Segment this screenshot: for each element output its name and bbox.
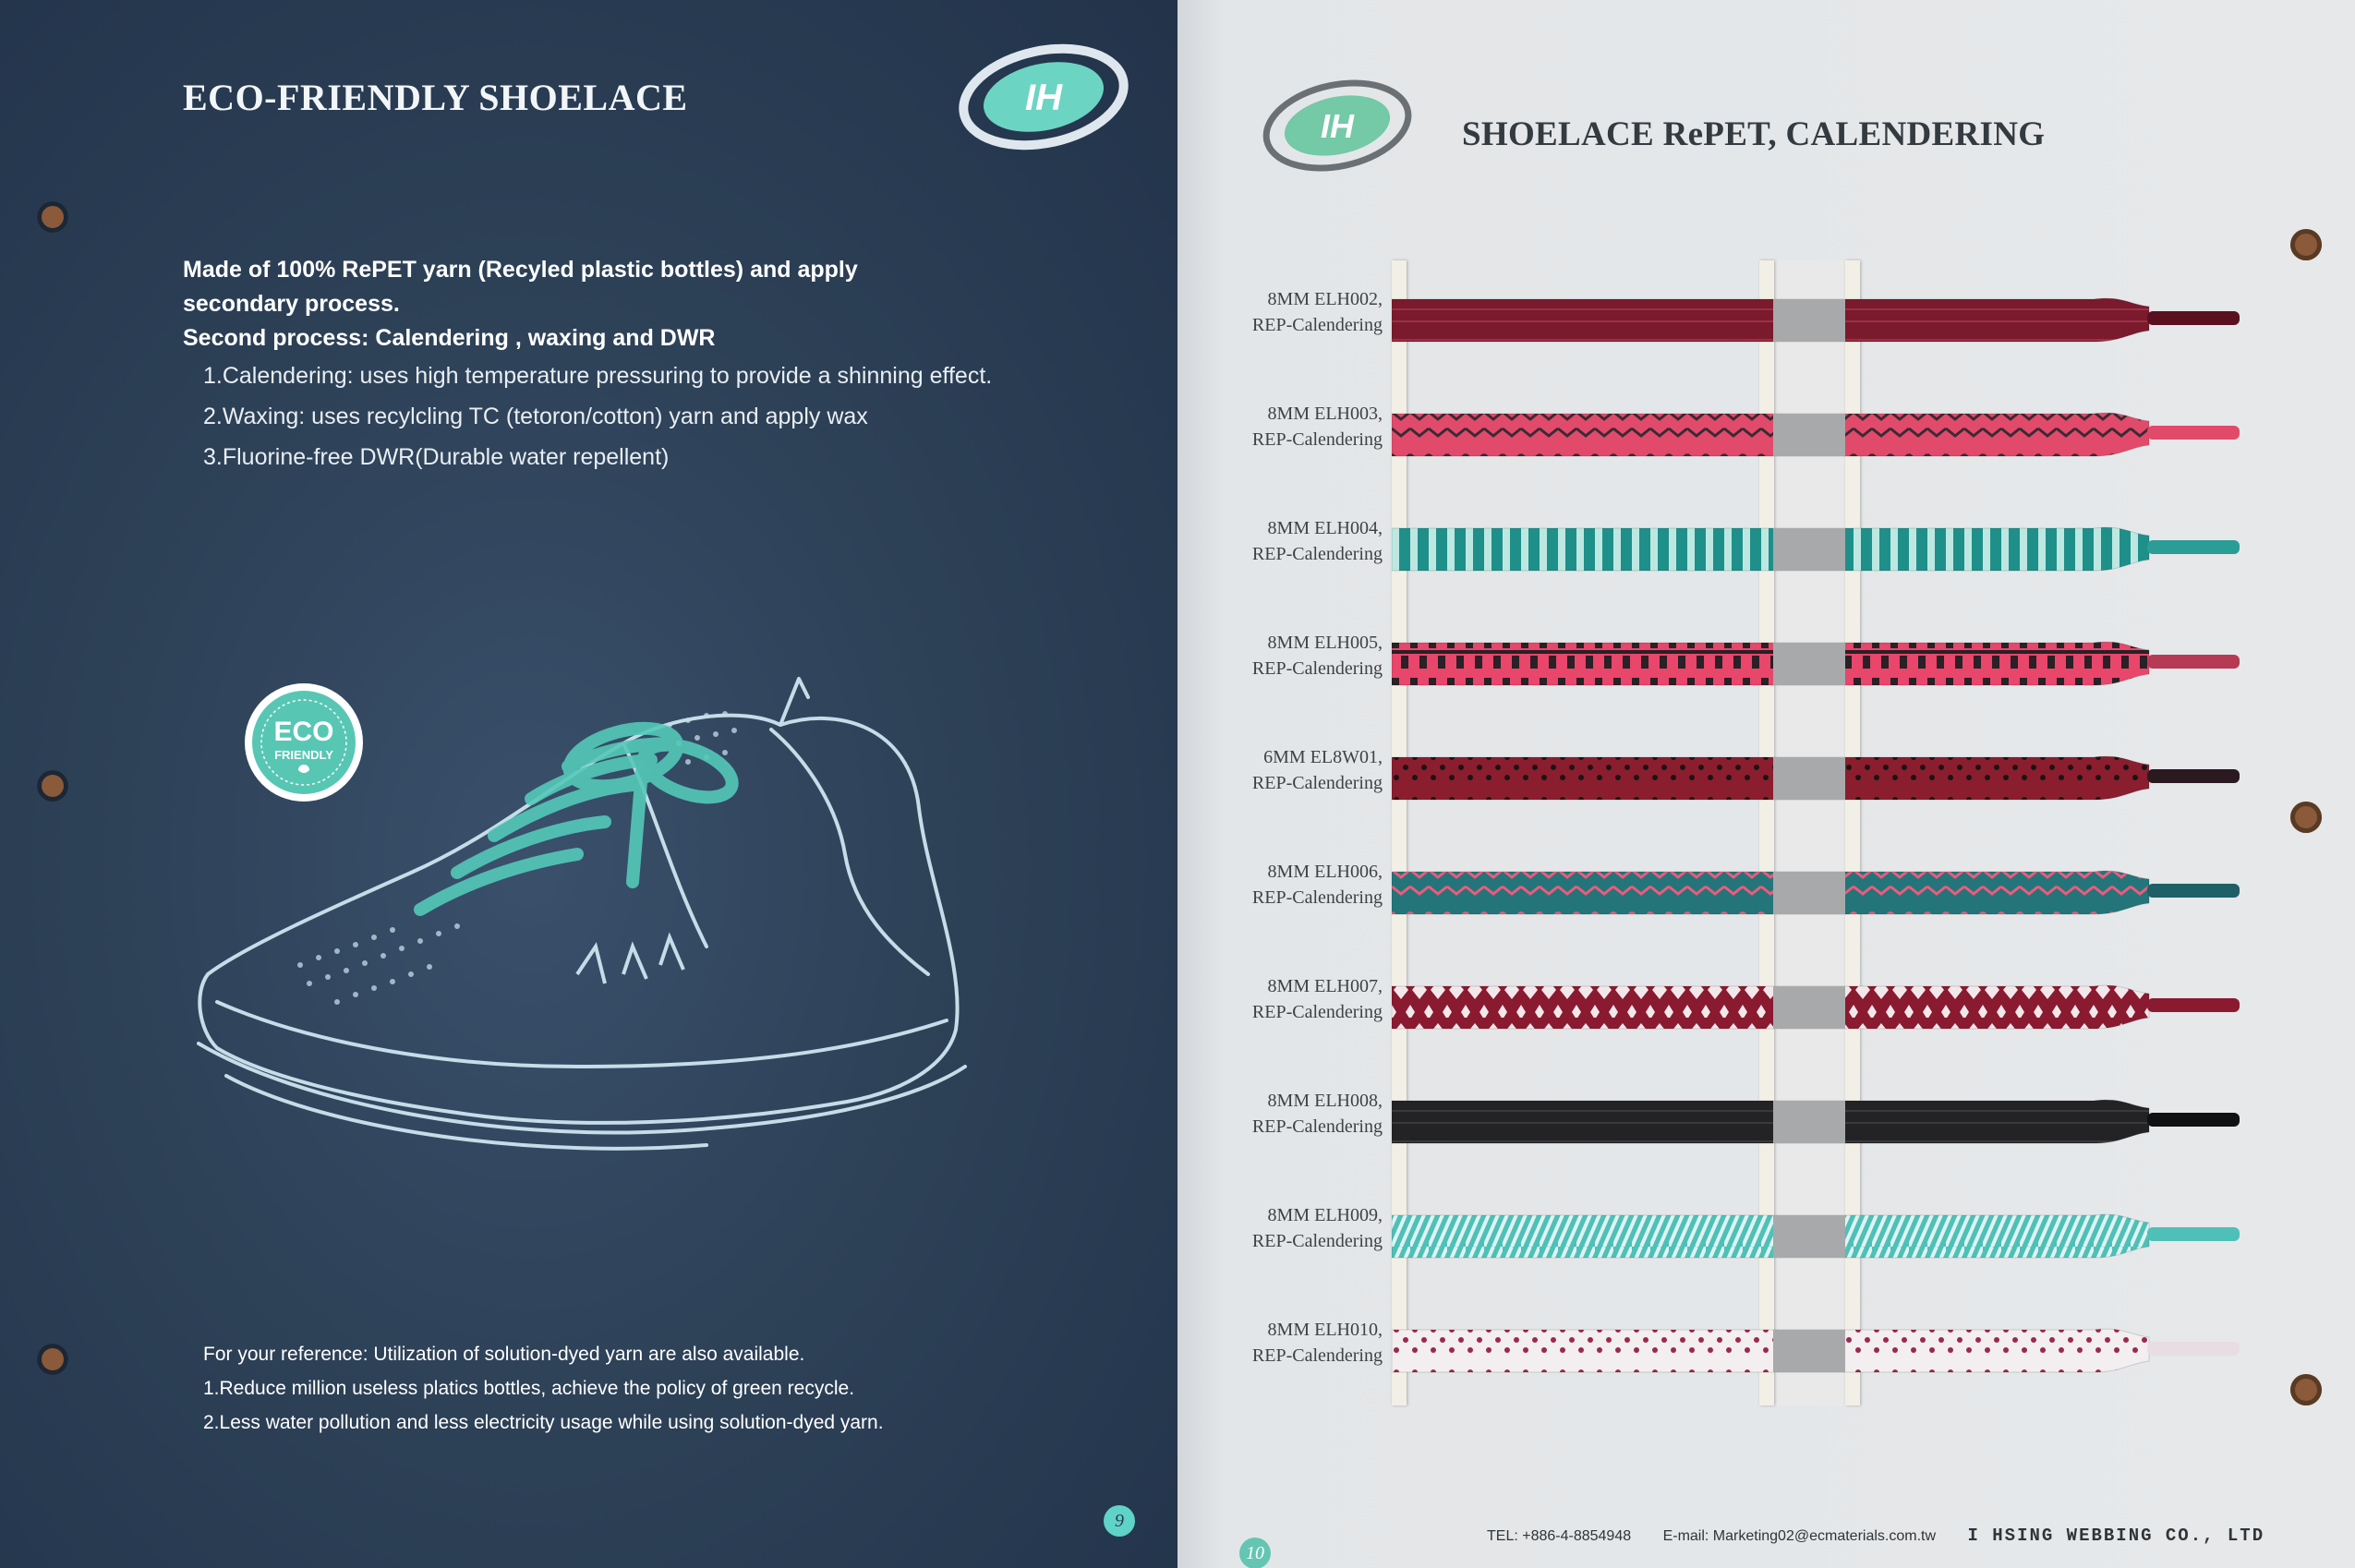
intro-line: secondary process. <box>183 291 400 317</box>
process-item: 1.Calendering: uses high temperature pre… <box>203 363 993 389</box>
page-title: ECO-FRIENDLY SHOELACE <box>183 77 688 118</box>
lace-process: REP-Calendering <box>1251 544 1383 564</box>
page-number: 10 <box>1239 1538 1271 1568</box>
lace-process: REP-Calendering <box>1251 1116 1383 1137</box>
footer: TEL: +886-4-8854948 E-mail: Marketing02@… <box>1487 1526 2318 1546</box>
lace-label: 8MM ELH004, REP-Calendering <box>1178 515 1383 567</box>
shoelace-sample <box>1392 632 2255 696</box>
note-line: For your reference: Utilization of solut… <box>203 1344 805 1365</box>
lace-label: 8MM ELH006, REP-Calendering <box>1178 859 1383 911</box>
lace-process: REP-Calendering <box>1251 315 1383 335</box>
lace-process: REP-Calendering <box>1251 1345 1383 1366</box>
lace-process: REP-Calendering <box>1251 658 1383 679</box>
intro-line: Made of 100% RePET yarn (Recyled plastic… <box>183 257 858 283</box>
lace-label: 8MM ELH007, REP-Calendering <box>1178 973 1383 1025</box>
clip-strip <box>1773 1215 1845 1258</box>
shoelace-sample <box>1392 746 2255 811</box>
lace-label: 8MM ELH009, REP-Calendering <box>1178 1202 1383 1254</box>
lace-label: 6MM EL8W01, REP-Calendering <box>1178 744 1383 796</box>
lace-label: 8MM ELH008, REP-Calendering <box>1178 1088 1383 1140</box>
logo-text: IH <box>1321 107 1355 145</box>
clip-strip <box>1773 1101 1845 1143</box>
shoelace-sample <box>1392 403 2255 467</box>
reference-note: For your reference: Utilization of solut… <box>203 1337 884 1440</box>
note-line: 1.Reduce million useless platics bottles… <box>203 1378 855 1399</box>
ih-logo: IH <box>1259 72 1416 178</box>
ih-logo: IH <box>956 37 1131 157</box>
lace-process: REP-Calendering <box>1251 429 1383 450</box>
footer-email: E-mail: Marketing02@ecmaterials.com.tw <box>1662 1528 1937 1544</box>
lace-process: REP-Calendering <box>1251 1002 1383 1022</box>
punch-hole <box>37 770 68 802</box>
clip-strip <box>1773 299 1845 342</box>
intro-line: Second process: Calendering , waxing and… <box>183 325 716 351</box>
eco-friendly-badge: ECO FRIENDLY <box>243 681 365 803</box>
shoe-illustration <box>189 669 993 1168</box>
footer-company: I HSING WEBBING CO., LTD <box>1967 1526 2265 1546</box>
lace-process: REP-Calendering <box>1251 1231 1383 1251</box>
intro-text: Made of 100% RePET yarn (Recyled plastic… <box>183 253 1106 477</box>
clip-strip <box>1773 872 1845 914</box>
lace-label: 8MM ELH005, REP-Calendering <box>1178 630 1383 681</box>
lace-code: 8MM ELH009, <box>1267 1205 1383 1225</box>
page-title: SHOELACE RePET, CALENDERING <box>1462 115 2046 153</box>
lace-code: 8MM ELH010, <box>1267 1320 1383 1340</box>
lace-code: 8MM ELH007, <box>1267 976 1383 996</box>
punch-hole <box>37 1344 68 1375</box>
badge-text: ECO <box>273 717 333 747</box>
left-page: ECO-FRIENDLY SHOELACE IH Made of 100% Re… <box>0 0 1178 1568</box>
logo-text: IH <box>1025 78 1063 118</box>
clip-strip <box>1773 528 1845 571</box>
process-item: 2.Waxing: uses recylcling TC (tetoron/co… <box>203 404 868 429</box>
clip-strip <box>1773 986 1845 1029</box>
shoelace-sample <box>1392 1204 2255 1269</box>
lace-process: REP-Calendering <box>1251 887 1383 908</box>
shoelace-sample <box>1392 861 2255 925</box>
lace-code: 8MM ELH004, <box>1267 518 1383 538</box>
punch-hole <box>37 201 68 233</box>
lace-code: 8MM ELH006, <box>1267 862 1383 882</box>
lace-code: 8MM ELH002, <box>1267 289 1383 309</box>
page-number: 9 <box>1104 1505 1135 1537</box>
shoelace-sample <box>1392 975 2255 1040</box>
footer-tel: TEL: +886-4-8854948 <box>1487 1528 1632 1544</box>
punch-hole <box>2290 229 2322 260</box>
lace-label: 8MM ELH003, REP-Calendering <box>1178 401 1383 452</box>
clip-strip <box>1773 757 1845 800</box>
clip-strip <box>1773 643 1845 685</box>
punch-hole <box>2290 802 2322 833</box>
shoelace-sample <box>1392 288 2255 353</box>
clip-strip <box>1773 1330 1845 1372</box>
lace-code: 8MM ELH008, <box>1267 1091 1383 1111</box>
right-page: IH SHOELACE RePET, CALENDERING 8MM ELH00… <box>1178 0 2355 1568</box>
badge-text: FRIENDLY <box>274 748 333 762</box>
shoelace-sample <box>1392 517 2255 582</box>
punch-hole <box>2290 1374 2322 1405</box>
clip-strip <box>1773 414 1845 456</box>
shoelace-sample <box>1392 1090 2255 1154</box>
leaf-icon <box>298 765 309 773</box>
shoelace-sample <box>1392 1319 2255 1383</box>
lace-code: 6MM EL8W01, <box>1263 747 1383 767</box>
process-item: 3.Fluorine-free DWR(Durable water repell… <box>203 444 670 470</box>
lace-process: REP-Calendering <box>1251 773 1383 793</box>
note-line: 2.Less water pollution and less electric… <box>203 1412 884 1433</box>
lace-label: 8MM ELH002, REP-Calendering <box>1178 286 1383 338</box>
lace-label: 8MM ELH010, REP-Calendering <box>1178 1317 1383 1369</box>
lace-code: 8MM ELH005, <box>1267 633 1383 653</box>
lace-code: 8MM ELH003, <box>1267 404 1383 424</box>
